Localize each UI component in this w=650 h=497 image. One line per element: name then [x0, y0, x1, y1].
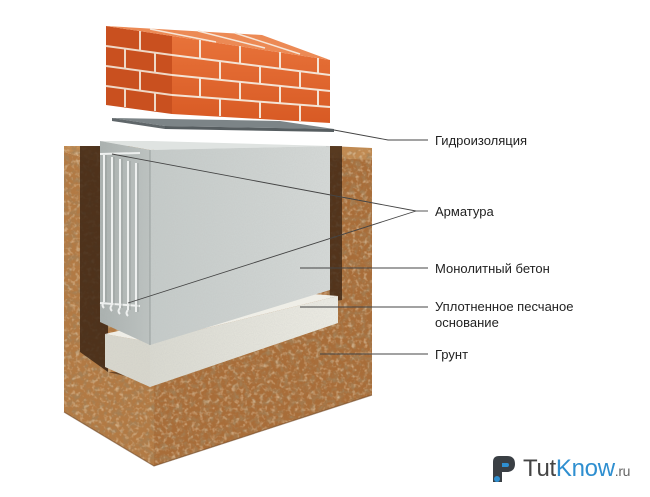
logo-text-tut: Tut: [523, 455, 556, 482]
logo-text-know: Know: [555, 455, 615, 482]
waterproofing-sheet: [112, 118, 334, 132]
label-sand-line2: основание: [435, 315, 499, 330]
rebar-cage: [99, 152, 141, 317]
label-sand-base: Уплотненное песчаное основание: [435, 299, 573, 331]
logo-text-ru: .ru: [614, 463, 631, 479]
label-concrete: Монолитный бетон: [435, 261, 550, 276]
logo-mark-icon: [493, 456, 515, 482]
label-soil: Грунт: [435, 347, 469, 362]
leader-rebar-bottom: [127, 210, 417, 304]
logo-text: TutKnow.ru: [523, 456, 630, 484]
label-sand-line1: Уплотненное песчаное: [435, 299, 574, 314]
label-waterproofing: Гидроизоляция: [435, 133, 528, 148]
brick-block: [105, 26, 331, 123]
leader-waterproofing: [333, 129, 428, 141]
label-rebar: Арматура: [435, 204, 494, 219]
leader-rebar-top: [111, 153, 417, 212]
rebar-shadow: [105, 155, 139, 312]
leader-lines: [111, 129, 428, 355]
